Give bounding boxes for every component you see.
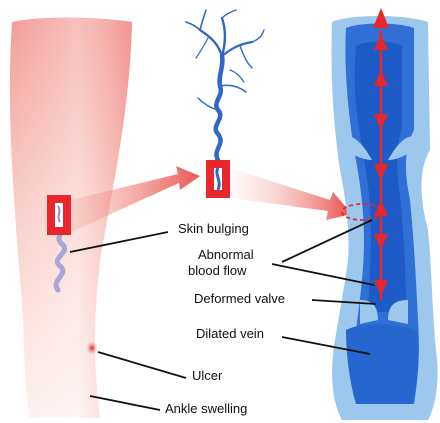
label-deformed-valve: Deformed valve xyxy=(194,291,285,307)
ulcer-spot xyxy=(86,341,98,355)
label-skin-bulging: Skin bulging xyxy=(178,221,249,237)
label-dilated-vein: Dilated vein xyxy=(196,326,264,342)
leg-zoom-box xyxy=(47,195,71,235)
label-abnormal-blood-flow-line1: Abnormal xyxy=(198,247,254,263)
label-ankle-swelling: Ankle swelling xyxy=(165,401,247,417)
zoom-arrow-tree-to-vein xyxy=(230,168,352,220)
tree-zoom-box xyxy=(206,160,230,198)
vein-tree-illustration xyxy=(186,10,264,160)
label-abnormal-blood-flow-line2: blood flow xyxy=(188,263,247,279)
label-ulcer: Ulcer xyxy=(192,368,222,384)
